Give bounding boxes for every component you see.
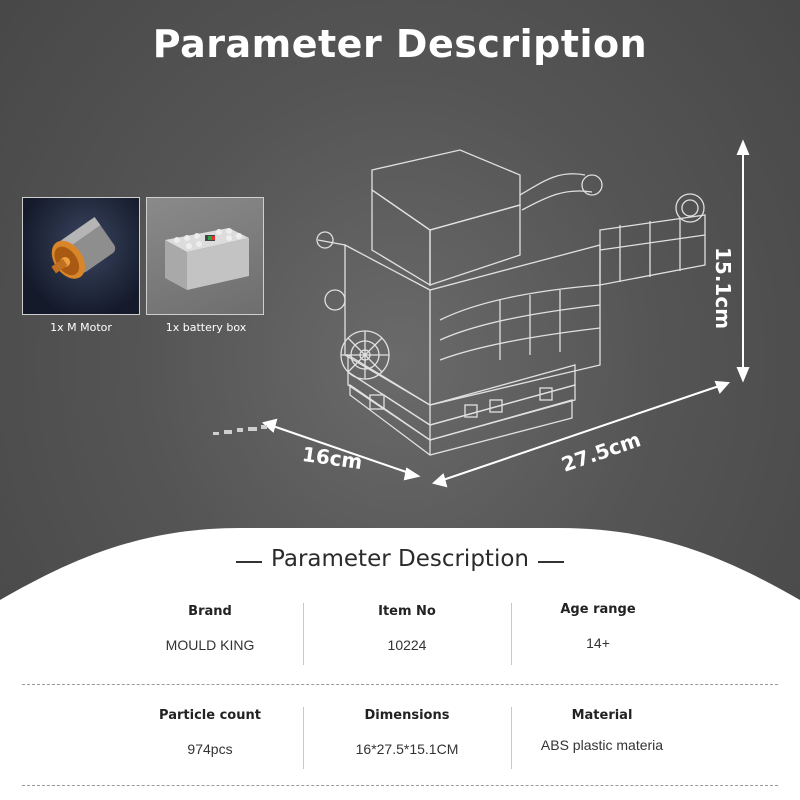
param-label: Item No: [378, 604, 436, 619]
param-brand: Brand MOULD KING: [90, 604, 330, 653]
param-label: Particle count: [159, 708, 261, 723]
column-divider: [511, 603, 512, 665]
battery-box-image: [146, 197, 264, 315]
battery-box-icon: [165, 228, 249, 290]
param-label: Dimensions: [364, 708, 450, 723]
param-value: ABS plastic materia: [540, 737, 664, 753]
motor-label: 1x M Motor: [50, 321, 112, 334]
param-value: 14+: [586, 635, 610, 651]
parameter-panel-title: Parameter Description: [271, 546, 529, 572]
param-dimensions: Dimensions 16*27.5*15.1CM: [287, 708, 527, 757]
motor-image: [22, 197, 140, 315]
row-divider: [22, 684, 778, 685]
column-divider: [303, 707, 304, 769]
param-age-range: Age range 14+: [478, 602, 718, 651]
parameter-panel-header: Parameter Description: [0, 546, 800, 572]
param-particle-count: Particle count 974pcs: [90, 708, 330, 757]
title-dash-right: [538, 560, 565, 563]
param-label: Age range: [560, 602, 636, 617]
param-label: Material: [571, 708, 633, 723]
param-value: 16*27.5*15.1CM: [355, 741, 459, 757]
page-title: Parameter Description: [152, 22, 648, 66]
param-value: MOULD KING: [165, 637, 255, 653]
param-value: 10224: [387, 637, 427, 653]
param-value: 974pcs: [187, 741, 233, 757]
column-divider: [303, 603, 304, 665]
param-material: Material ABS plastic materia: [482, 708, 722, 753]
motor-icon: [51, 216, 116, 279]
param-label: Brand: [188, 604, 232, 619]
param-item-no: Item No 10224: [287, 604, 527, 653]
battery-box-label: 1x battery box: [165, 321, 247, 334]
title-dash-left: [235, 560, 262, 563]
row-divider: [22, 785, 778, 786]
column-divider: [511, 707, 512, 769]
